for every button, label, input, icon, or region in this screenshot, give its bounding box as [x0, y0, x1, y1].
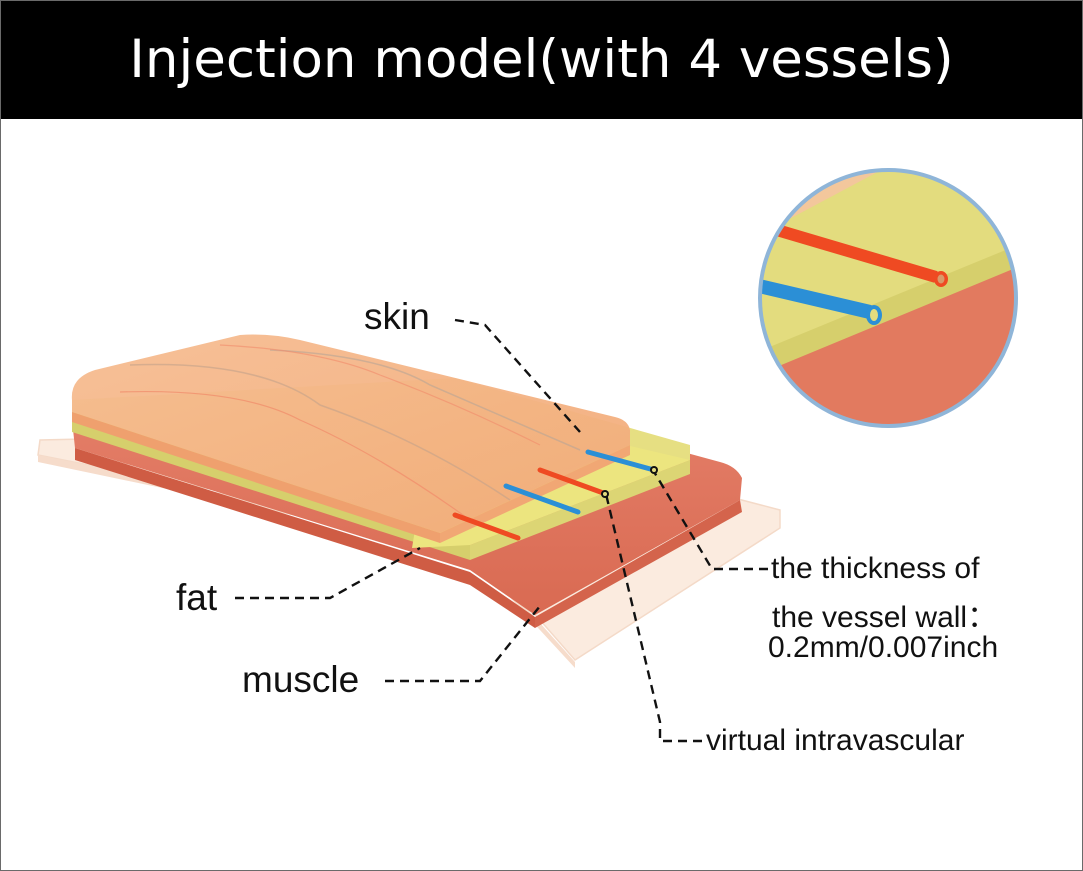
- title-bar: Injection model(with 4 vessels): [1, 1, 1082, 119]
- intravascular-leader: [604, 493, 702, 743]
- intravascular-label: virtual intravascular: [706, 724, 965, 757]
- leader-lines: [235, 318, 768, 743]
- page-title: Injection model(with 4 vessels): [129, 29, 954, 90]
- fat-label: fat: [176, 577, 218, 618]
- skin-leader: [454, 318, 581, 433]
- vessel-red-1: [452, 512, 521, 541]
- exposed-vessels: [452, 449, 657, 541]
- wall-thickness-label-line3: 0.2mm/0.007inch: [768, 631, 999, 664]
- wall-thickness-leader: [651, 469, 768, 571]
- zoom-inset: [758, 168, 1018, 428]
- leader-dots: [601, 466, 658, 498]
- vessel-blue-1: [503, 483, 581, 515]
- vessel-blue-2: [585, 449, 657, 473]
- skin-label: skin: [364, 296, 430, 337]
- muscle-leader: [385, 605, 541, 683]
- muscle-label: muscle: [242, 659, 360, 700]
- wall-thickness-label-line2: the vessel wall：: [772, 601, 998, 634]
- wall-thickness-label-line1: the thickness of: [771, 552, 980, 585]
- fat-leader: [235, 546, 421, 600]
- vessel-red-2: [537, 467, 609, 497]
